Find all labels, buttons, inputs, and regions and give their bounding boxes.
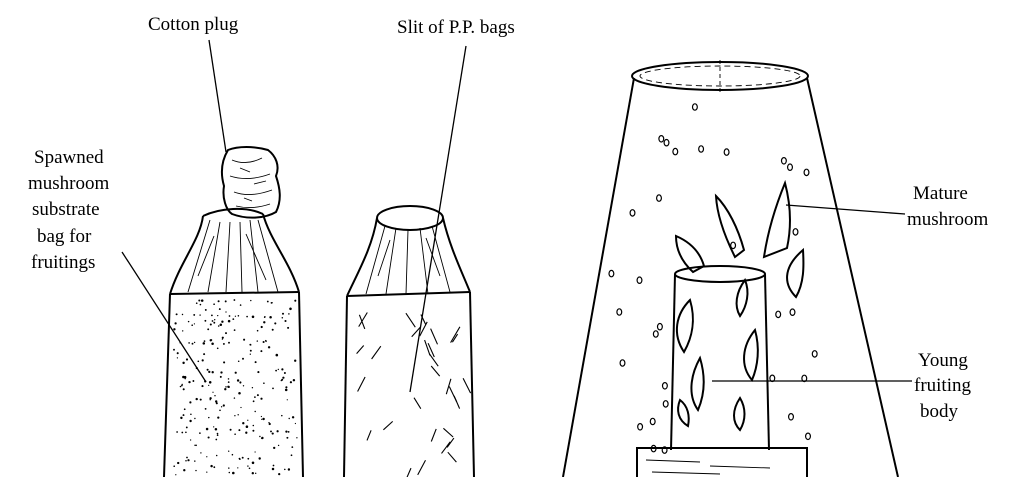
svg-text:mushroom: mushroom [28, 173, 110, 194]
label-slit-pp-bags: Slit of P.P. bags [397, 17, 515, 38]
slit-bag-illustration [344, 206, 474, 477]
svg-text:Young: Young [918, 350, 968, 371]
svg-text:Mature: Mature [913, 183, 968, 204]
svg-text:fruiting: fruiting [914, 375, 971, 396]
svg-text:fruitings: fruitings [31, 252, 95, 273]
leader-spawned-bag [122, 252, 206, 382]
label-spawned-bag: Spawned mushroom substrate bag for fruit… [28, 147, 110, 273]
label-young-fruiting-body: Young fruiting body [914, 350, 971, 422]
label-mature-mushroom: Mature mushroom [907, 183, 989, 230]
chamber-illustration [563, 60, 898, 477]
spawned-bag-illustration [164, 147, 303, 477]
svg-text:substrate: substrate [32, 199, 100, 220]
leader-slit [410, 46, 466, 392]
young-fruiting-bodies [677, 280, 758, 430]
leader-cotton-plug [209, 40, 226, 152]
svg-text:body: body [920, 401, 959, 422]
bag-slits [357, 313, 471, 477]
substrate-speckles [173, 299, 297, 475]
svg-text:mushroom: mushroom [907, 209, 989, 230]
svg-text:Spawned: Spawned [34, 147, 104, 168]
leader-mature [786, 205, 905, 214]
svg-text:bag for: bag for [37, 226, 92, 247]
cotton-plug-shape [222, 147, 280, 218]
moisture-drops [609, 104, 817, 454]
label-cotton-plug: Cotton plug [148, 14, 239, 35]
